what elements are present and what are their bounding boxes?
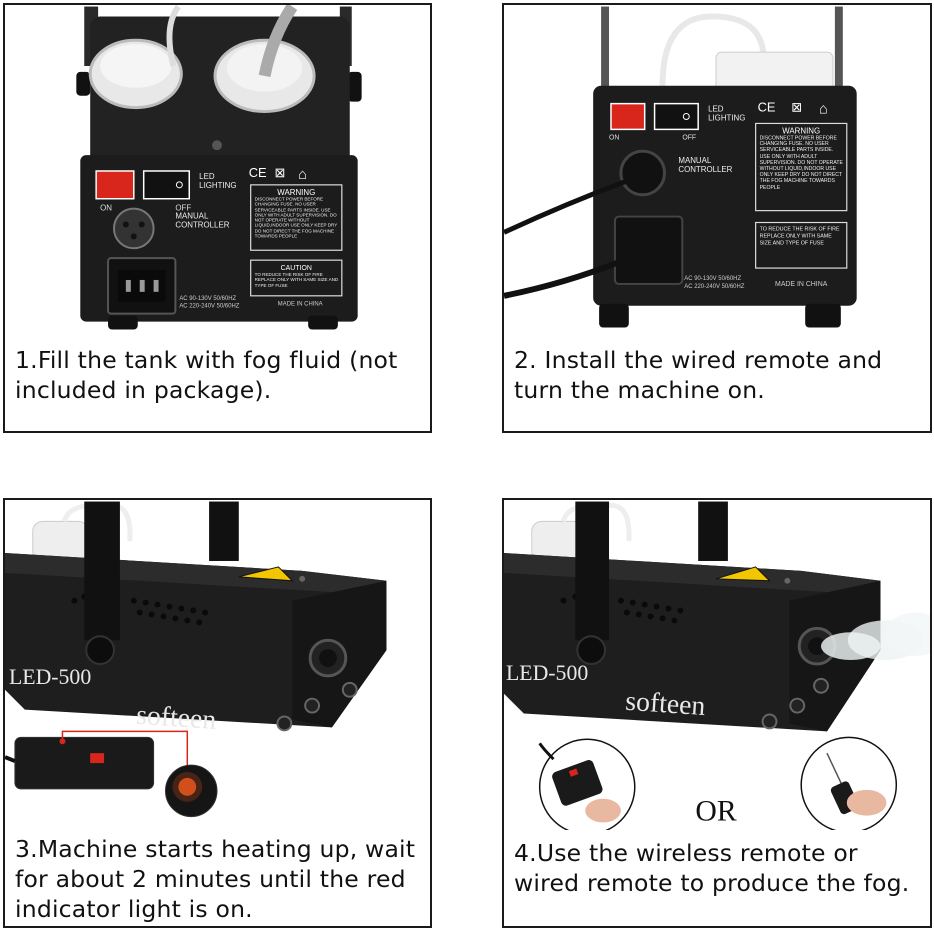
switch-on-label: ON	[609, 134, 619, 141]
step-2-caption: 2. Install the wired remote and turn the…	[514, 346, 883, 404]
power-plug	[613, 215, 684, 285]
fog-machine-fog-image: LED-500 softeen OR	[504, 501, 930, 830]
caution-label-box	[250, 259, 343, 297]
weee-bin-icon: ⊠	[791, 100, 802, 115]
wired-remote-icon	[552, 760, 603, 806]
warning-text: DISCONNECT POWER BEFORE CHANGING FUSE. N…	[759, 135, 843, 191]
voltage-label-1: AC 90-130V 50/60HZ	[684, 276, 741, 282]
warning-text: DISCONNECT POWER BEFORE CHANGING FUSE. N…	[254, 196, 338, 239]
label-line: MANUAL	[678, 156, 712, 165]
power-rocker-switch	[95, 170, 135, 200]
step-3-photo: LED-500 softeen	[5, 500, 430, 830]
step-3-panel: LED-500 softeen 3.Machine starts heating…	[3, 498, 432, 928]
label-line: CONTROLLER	[175, 221, 229, 230]
label-line: MANUAL	[175, 212, 209, 221]
indoor-house-icon: ⌂	[298, 167, 307, 183]
caution-text: TO REDUCE THE RISK OF FIRE REPLACE ONLY …	[759, 226, 840, 246]
wired-remote-plug	[619, 149, 666, 197]
ce-mark: CE	[758, 100, 776, 115]
switch-off-label: OFF	[682, 134, 696, 141]
switch-off-label: OFF	[175, 204, 191, 213]
warning-triangle-sticker	[238, 566, 294, 582]
voltage-label-2: AC 220-240V 50/60HZ	[179, 304, 239, 310]
model-label: LED-500	[506, 661, 588, 685]
wired-remote-icon	[14, 736, 155, 790]
label-line: LED	[199, 172, 215, 181]
fog-machine-heating-image: LED-500 softeen	[5, 501, 387, 818]
fog-cloud	[821, 612, 930, 661]
made-in-label: MADE IN CHINA	[775, 281, 828, 288]
step-4-caption: 4.Use the wireless remote or wired remot…	[514, 839, 910, 897]
warning-label-box	[250, 184, 343, 251]
step-1-caption: 1.Fill the tank with fog fluid (not incl…	[15, 346, 398, 404]
brand-label: softeen	[624, 685, 706, 722]
xlr-socket-icon	[112, 207, 155, 250]
brand-label: softeen	[135, 699, 217, 736]
switch-on-label: ON	[100, 204, 112, 213]
voltage-label-2: AC 220-240V 50/60HZ	[684, 284, 744, 290]
label-line: LED	[708, 105, 724, 114]
or-label: OR	[695, 796, 736, 828]
weee-bin-icon: ⊠	[274, 165, 285, 180]
caution-title: CAUTION	[281, 265, 312, 272]
led-rocker-switch	[653, 102, 699, 131]
power-rocker-switch	[610, 102, 646, 131]
warning-triangle-sticker	[715, 566, 771, 582]
indoor-house-icon: ⌂	[819, 102, 828, 118]
warning-label-box	[755, 122, 848, 212]
ce-mark: CE	[249, 165, 267, 180]
step-4-photo: LED-500 softeen OR	[504, 500, 930, 830]
voltage-label-1: AC 90-130V 50/60HZ	[179, 296, 236, 302]
made-in-label: MADE IN CHINA	[278, 302, 323, 308]
step-3-caption: 3.Machine starts heating up, wait for ab…	[15, 835, 416, 923]
caution-text: TO REDUCE THE RISK OF FIRE REPLACE ONLY …	[254, 272, 339, 288]
step-4-panel: LED-500 softeen OR 4.Use the wireless re…	[502, 498, 932, 928]
warning-title: WARNING	[277, 188, 315, 197]
label-line: LIGHTING	[708, 114, 745, 123]
remote-indicator-light	[90, 753, 105, 764]
label-line: CONTROLLER	[678, 165, 732, 174]
label-line: LIGHTING	[199, 181, 236, 190]
model-label: LED-500	[9, 665, 91, 689]
warning-title: WARNING	[782, 126, 820, 135]
caution-label-box	[755, 221, 848, 269]
led-rocker-switch	[142, 170, 191, 200]
